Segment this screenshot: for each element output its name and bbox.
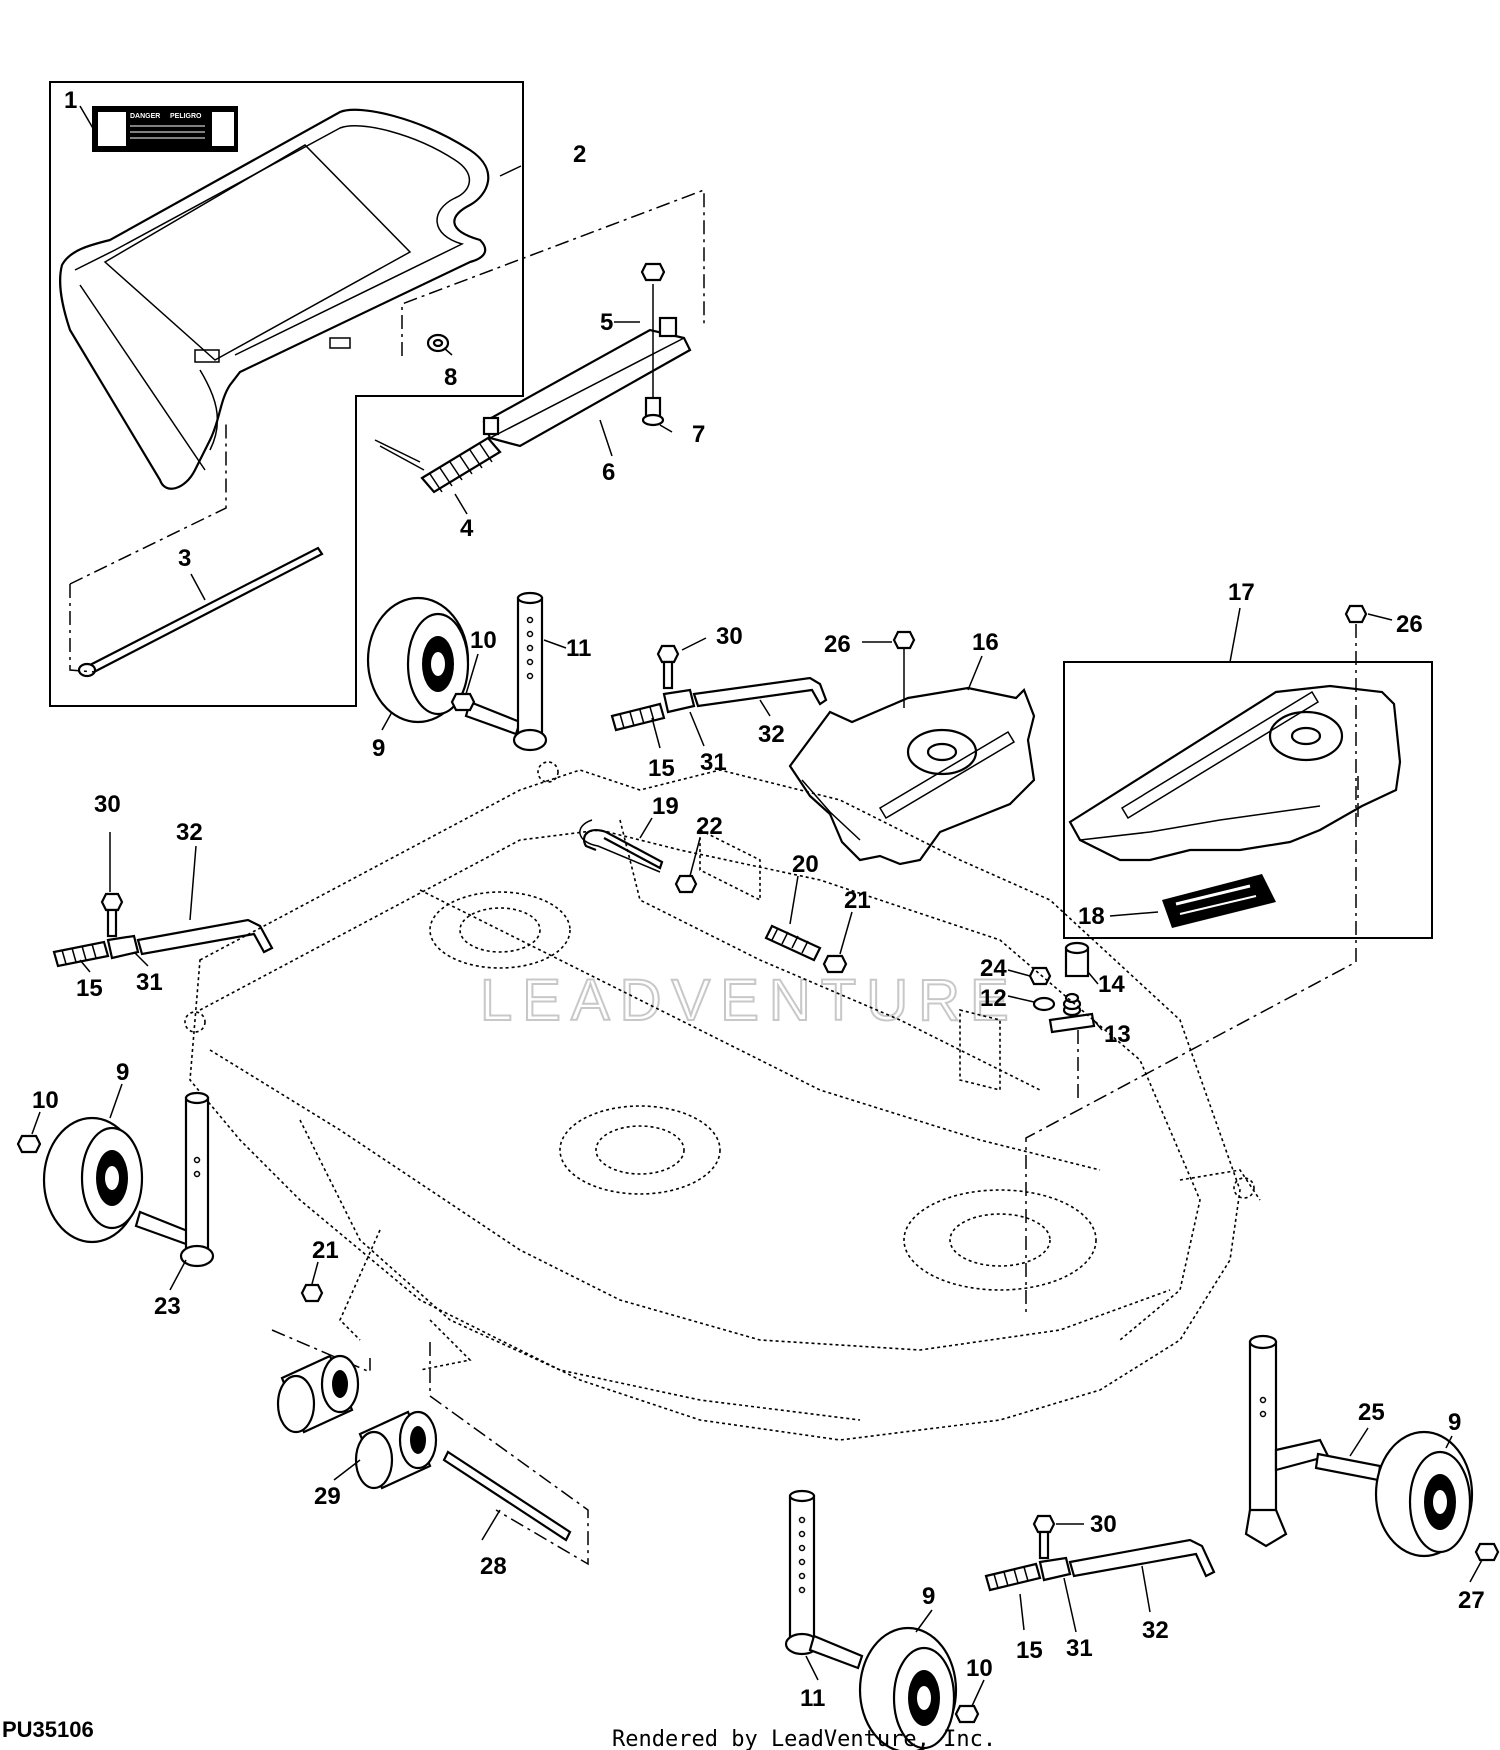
nut-bottom (954, 1704, 980, 1724)
belt-shield-kit (1068, 684, 1402, 862)
callout-10-bottom: 10 (966, 1655, 993, 1682)
roller-2 (354, 1410, 438, 1490)
callout-16: 16 (972, 629, 999, 656)
callout-20: 20 (792, 851, 819, 878)
callout-11-bottom: 11 (800, 1685, 825, 1712)
belt-shield (788, 686, 1036, 866)
callout-23: 23 (154, 1293, 181, 1320)
callout-28: 28 (480, 1553, 507, 1580)
mower-deck (184, 761, 1261, 1441)
callout-19: 19 (652, 793, 679, 820)
callout-32-left: 32 (176, 819, 203, 846)
callout-32-right: 32 (1142, 1617, 1169, 1644)
mounting-bracket (482, 316, 692, 448)
callout-32: 32 (758, 721, 785, 748)
gauge-wheel-left (42, 1116, 192, 1246)
callout-25: 25 (1358, 1399, 1385, 1426)
bolt (641, 396, 665, 427)
callout-10-left: 10 (32, 1087, 59, 1114)
extension-spring (764, 924, 822, 962)
gauge-wheel-arm-top (512, 591, 548, 752)
callout-11: 11 (566, 635, 591, 662)
roller-shaft (442, 1450, 572, 1542)
callout-27: 27 (1458, 1587, 1485, 1614)
callout-10: 10 (470, 627, 497, 654)
nut-right (1474, 1542, 1500, 1562)
callout-9-bottom: 9 (922, 1583, 935, 1610)
u-bolt (579, 819, 664, 873)
diagram-code: PU35106 (2, 1717, 94, 1742)
callout-22: 22 (696, 813, 723, 840)
nut (450, 692, 476, 712)
callout-26: 26 (824, 631, 851, 658)
belt-shield-decal (1162, 874, 1276, 928)
callout-24: 24 (980, 955, 1007, 982)
gauge-wheel-top (366, 596, 522, 736)
svg-text:PELIGRO: PELIGRO (170, 113, 202, 120)
callout-9-left: 9 (116, 1059, 129, 1086)
flange-nut (640, 262, 666, 282)
footer-credit: Rendered by LeadVenture, Inc. (612, 1727, 996, 1750)
callout-29: 29 (314, 1483, 341, 1510)
callout-4: 4 (460, 515, 474, 542)
spring-nut (822, 954, 848, 974)
callout-6: 6 (602, 459, 615, 486)
watermark: LEADVENTURE (480, 968, 1019, 1033)
height-adjust-link-right (984, 1514, 1216, 1592)
callout-2: 2 (573, 141, 586, 168)
callout-30-right: 30 (1090, 1511, 1117, 1538)
nut-left (16, 1134, 42, 1154)
height-adjust-link-center (610, 644, 828, 732)
callout-31: 31 (700, 749, 727, 776)
callout-26-kit: 26 (1396, 611, 1423, 638)
bushing (1064, 941, 1090, 978)
gauge-wheel-bottom (858, 1626, 958, 1750)
callout-14: 14 (1098, 971, 1125, 998)
callout-13: 13 (1104, 1021, 1131, 1048)
roller-nut (300, 1283, 324, 1303)
screw (892, 630, 916, 650)
screw-kit (1344, 604, 1368, 624)
callout-8: 8 (444, 364, 457, 391)
callout-18: 18 (1078, 903, 1105, 930)
callout-5: 5 (600, 309, 613, 336)
callout-21: 21 (844, 887, 871, 914)
callout-9-right: 9 (1448, 1409, 1461, 1436)
small-nut (1028, 966, 1052, 986)
idler-pivot (1048, 992, 1096, 1034)
belt-shield-kit-box (1063, 661, 1433, 939)
callout-15: 15 (648, 755, 675, 782)
callout-9: 9 (372, 735, 385, 762)
gauge-wheel-arm-bottom (784, 1489, 864, 1670)
svg-text:DANGER: DANGER (130, 113, 160, 120)
callout-21-roller: 21 (312, 1237, 339, 1264)
safety-decal: DANGER PELIGRO (92, 106, 238, 152)
callout-30-left: 30 (94, 791, 121, 818)
gauge-wheel-arm-right (1244, 1334, 1330, 1548)
callout-1: 1 (64, 87, 77, 114)
callout-3: 3 (178, 545, 191, 572)
callout-17: 17 (1228, 579, 1255, 606)
gauge-wheel-right (1314, 1430, 1474, 1558)
callout-15-left: 15 (76, 975, 103, 1002)
callout-30: 30 (716, 623, 743, 650)
torsion-spring (374, 436, 502, 494)
callout-15-right: 15 (1016, 1637, 1043, 1664)
chute-deflector (58, 108, 490, 490)
callout-31-right: 31 (1066, 1635, 1093, 1662)
deflector-group-box (49, 81, 524, 707)
callout-7: 7 (692, 421, 705, 448)
callout-31-left: 31 (136, 969, 163, 996)
roller-1 (276, 1354, 360, 1434)
lock-washer (674, 874, 698, 894)
callout-12: 12 (980, 985, 1007, 1012)
height-adjust-link-left (52, 892, 274, 968)
washer (426, 333, 450, 353)
flat-washer (1032, 996, 1056, 1012)
gauge-wheel-arm-left (179, 1091, 215, 1268)
callout-labels: 1 2 5 8 7 6 4 3 10 11 9 30 32 15 31 26 1… (32, 87, 1485, 1712)
pivot-rod (77, 546, 324, 678)
